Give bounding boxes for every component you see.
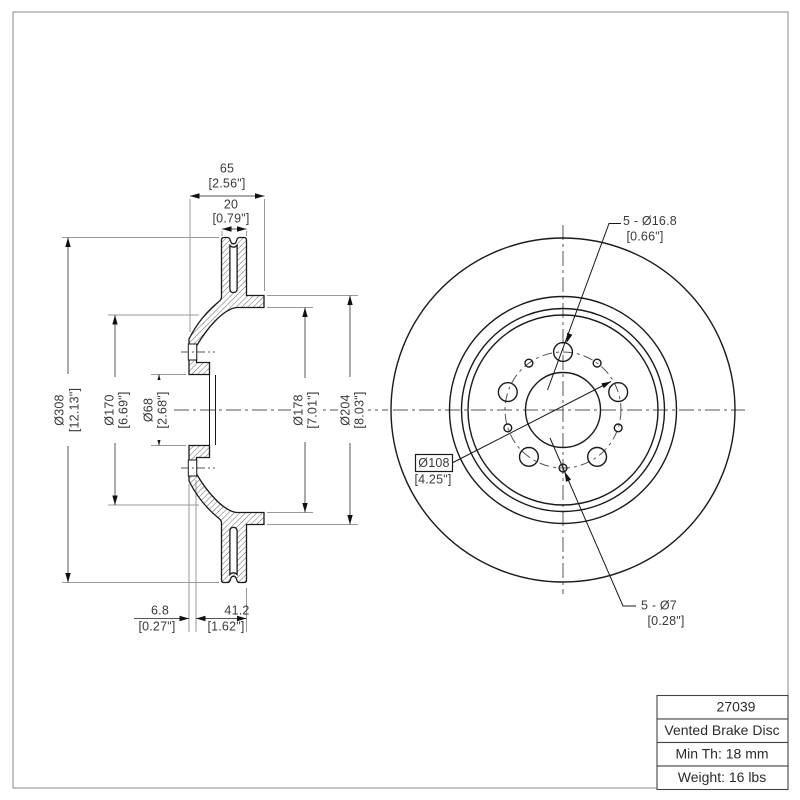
dim-hat-od-mm: Ø204 bbox=[338, 394, 352, 425]
section-width-labels: 65 [2.56"] 20 [0.79"] 6.8 [0.27"] 41.2 [… bbox=[138, 161, 249, 633]
dim-bcd-mm: Ø108 bbox=[418, 456, 449, 470]
lug-holes bbox=[497, 341, 629, 467]
dim-wall-in: [0.27"] bbox=[138, 619, 175, 633]
dim-bcd-in: [4.25"] bbox=[414, 472, 451, 486]
dim-thickness-mm: 20 bbox=[224, 197, 238, 211]
dim-od-in: [12.13"] bbox=[67, 388, 81, 432]
dim-wall-mm: 6.8 bbox=[151, 603, 169, 617]
dim-small-mm: 5 - Ø7 bbox=[641, 598, 677, 612]
title-block-part-number: 27039 bbox=[717, 699, 756, 715]
dim-hat-od-in: [8.03"] bbox=[352, 391, 366, 428]
dim-bore-mm: Ø68 bbox=[141, 398, 155, 422]
lug-holes-callout: 5 - Ø16.8 [0.66"] bbox=[547, 214, 677, 391]
title-block-weight: Weight: 16 lbs bbox=[678, 769, 766, 785]
dim-bore-in: [2.68"] bbox=[155, 391, 169, 428]
dim-hat-id-in: [6.69"] bbox=[116, 391, 130, 428]
dim-overall-in: [2.56"] bbox=[208, 176, 245, 190]
dim-pad-step-in: [7.01"] bbox=[305, 391, 319, 428]
dim-lug-in: [0.66"] bbox=[626, 229, 663, 243]
front-view: 5 - Ø16.8 [0.66"] Ø108 [4.25"] 5 - Ø7 [0… bbox=[390, 214, 745, 628]
bolt-circle-dim-box bbox=[414, 453, 454, 473]
dim-lug-mm: 5 - Ø16.8 bbox=[623, 214, 677, 228]
hat-inner-circle bbox=[467, 314, 659, 506]
section-view: Ø308 [12.13"] Ø170 [6.69"] Ø68 [2.68"] Ø… bbox=[50, 161, 388, 633]
section-diameter-labels: Ø308 [12.13"] Ø170 [6.69"] Ø68 [2.68"] Ø… bbox=[50, 374, 368, 446]
dim-hat-depth-in: [1.62"] bbox=[207, 619, 244, 633]
dim-small-in: [0.28"] bbox=[647, 614, 684, 628]
title-block-description: Vented Brake Disc bbox=[664, 722, 779, 738]
hat-outer-circle bbox=[448, 295, 678, 525]
dim-hat-depth-mm: 41.2 bbox=[224, 603, 249, 617]
dim-pad-step-mm: Ø178 bbox=[291, 394, 305, 425]
dim-thickness-in: [0.79"] bbox=[212, 211, 249, 225]
disc-outer-circle bbox=[390, 237, 736, 583]
dim-hat-id-mm: Ø170 bbox=[102, 394, 116, 425]
section-metal-top bbox=[188, 236, 265, 376]
section-extension-lines bbox=[62, 199, 358, 632]
small-holes bbox=[503, 358, 623, 473]
small-holes-callout: 5 - Ø7 [0.28"] bbox=[549, 437, 684, 628]
bolt-circle-callout: Ø108 [4.25"] bbox=[414, 381, 612, 486]
section-metal-bottom bbox=[188, 444, 265, 584]
dim-overall-mm: 65 bbox=[220, 161, 234, 175]
title-block-min-thickness: Min Th: 18 mm bbox=[675, 746, 768, 762]
center-bore-circle bbox=[524, 371, 602, 449]
dim-od-mm: Ø308 bbox=[52, 394, 66, 425]
page-border bbox=[12, 11, 789, 789]
pad-step-circle bbox=[460, 307, 666, 513]
title-block: 27039 Vented Brake Disc Min Th: 18 mm We… bbox=[656, 694, 789, 791]
